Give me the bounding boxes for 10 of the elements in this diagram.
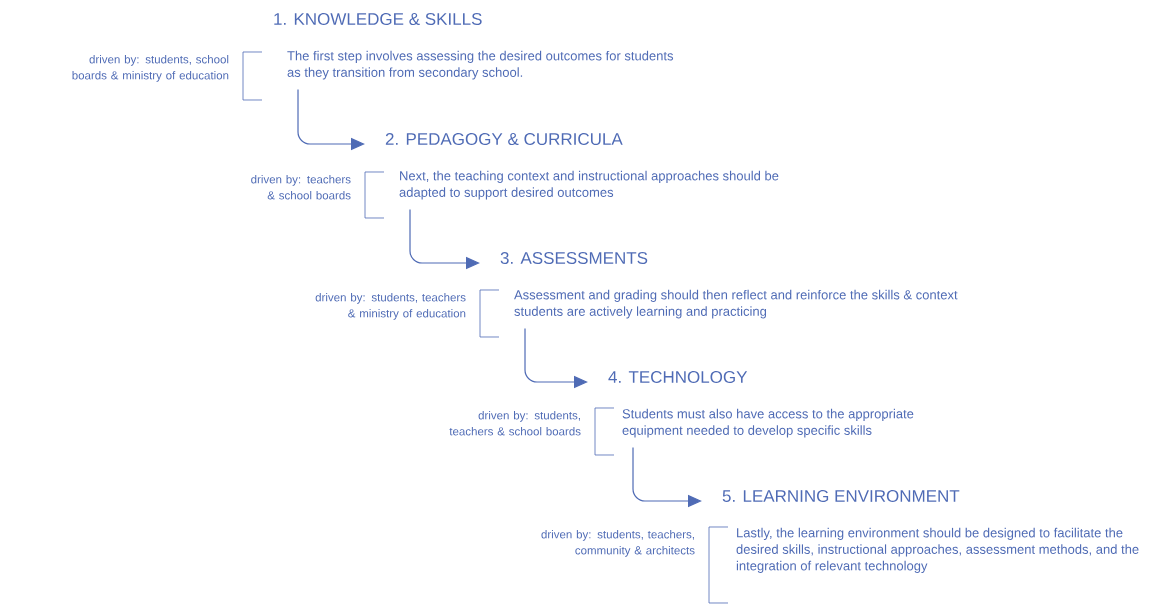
driven-by-note: driven by: students, teachers, community & architects xyxy=(541,530,695,557)
driven-by-note: driven by: students, teachers & ministry of education xyxy=(315,293,466,320)
driven-by-note: driven by: students, teachers & school boards xyxy=(449,411,581,436)
step-text: 4. TECHNOLOGY Students must also have access to the appropriate equipment needed to develop specific skills xyxy=(608,371,914,438)
step-text: 5. LEARNING ENVIRONMENT Lastly, the learning environment should be designed to facilitate the desired skills, instructional approaches, assessment methods, and the integration of relevant technology xyxy=(722,490,1139,573)
step-text: 2. PEDAGOGY & CURRICULA Next, the teaching context and instructional approaches should be adapted to support desired outcomes xyxy=(385,133,779,200)
step-text: 1. KNOWLEDGE & SKILLS The first step involves assessing the desired outcomes for students as they transition from secondary school. xyxy=(274,13,674,80)
driven-by-note: driven by: students, school boards & ministry of education xyxy=(72,55,229,82)
driven-by-note: driven by: teachers & school boards xyxy=(251,175,351,200)
step-text: 3. ASSESSMENTS Assessment and grading should then reflect and reinforce the skills & context students are actively learning and practicing xyxy=(500,252,958,319)
